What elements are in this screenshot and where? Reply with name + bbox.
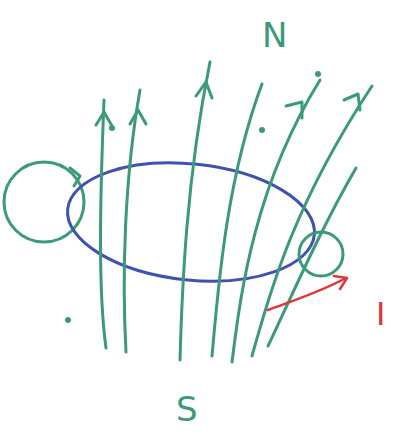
current-arrow bbox=[268, 278, 346, 310]
current-arrowhead bbox=[334, 276, 347, 289]
pole-label: S bbox=[176, 392, 198, 426]
pole-label: N bbox=[262, 18, 287, 52]
current-label: I bbox=[376, 298, 385, 330]
field-lines bbox=[96, 62, 372, 362]
field-arrow bbox=[70, 168, 80, 186]
field-circle bbox=[299, 232, 343, 276]
line-dots bbox=[65, 71, 321, 323]
